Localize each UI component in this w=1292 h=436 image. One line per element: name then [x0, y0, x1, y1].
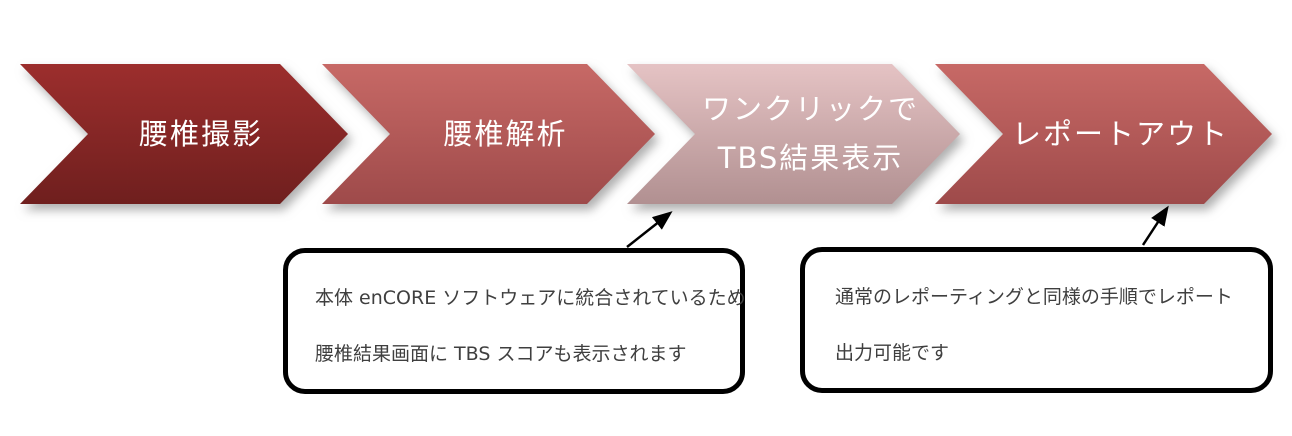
chevron-step-lumbar-scan: 腰椎撮影: [20, 64, 348, 204]
chevron-step-lumbar-analysis: 腰椎解析: [322, 64, 655, 204]
callout-arrow-right: [1141, 205, 1169, 246]
chevron-step-report-out: レポートアウト: [935, 64, 1272, 204]
chevron-1-shape: 腰椎撮影: [20, 64, 348, 204]
callout-right-line2: 出力可能です: [835, 342, 950, 364]
chevron-3-label-line1: ワンクリックで: [701, 92, 919, 126]
callout-left-line1: 本体 enCORE ソフトウェアに統合されているため: [315, 287, 746, 309]
chevron-2-shape: 腰椎解析: [322, 64, 655, 204]
callout-box-tbs-integration: 本体 enCORE ソフトウェアに統合されているため 腰椎結果画面に TBS ス…: [283, 248, 746, 394]
callout-left-line2: 腰椎結果画面に TBS スコアも表示されます: [315, 343, 687, 365]
chevron-1-label: 腰椎撮影: [138, 116, 263, 151]
callout-box-report-output: 通常のレポーティングと同様の手順でレポート 出力可能です: [800, 247, 1273, 393]
chevron-4-label: レポートアウト: [1011, 116, 1229, 151]
callout-arrow-left: [626, 211, 673, 248]
chevron-step-one-click-tbs: ワンクリックで TBS結果表示: [627, 64, 960, 204]
chevron-2-label: 腰椎解析: [443, 116, 568, 151]
chevron-3-shape: ワンクリックで TBS結果表示: [627, 64, 960, 204]
chevron-4-shape: レポートアウト: [935, 64, 1272, 204]
callout-right-line1: 通常のレポーティングと同様の手順でレポート: [835, 286, 1233, 308]
chevron-3-label-line2: TBS結果表示: [717, 141, 904, 175]
